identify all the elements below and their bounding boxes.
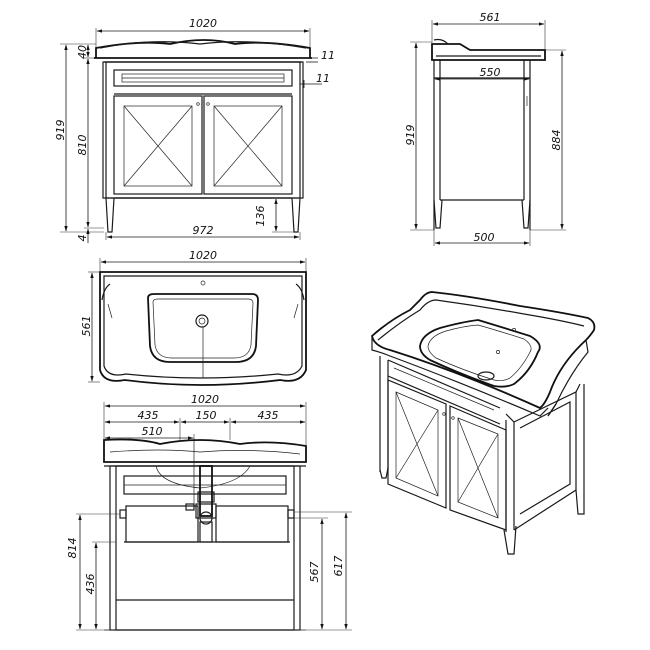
rear-outlet-height-label: 814 — [66, 538, 79, 559]
top-depth-label: 561 — [80, 316, 93, 337]
rear-left-offset-label: 435 — [138, 409, 159, 422]
front-overhang-b-label: 11 — [316, 72, 330, 85]
side-height-body-label: 884 — [550, 130, 563, 151]
rear-width-label: 1020 — [191, 393, 219, 406]
side-height-total-label: 919 — [404, 125, 417, 146]
isometric-view — [371, 291, 596, 555]
side-depth-base-label: 500 — [474, 231, 495, 244]
top-width-label: 1020 — [189, 249, 217, 262]
top-view — [99, 271, 307, 386]
rear-center-span-label: 150 — [196, 409, 217, 422]
front-base-width-label: 972 — [193, 224, 214, 237]
front-height-label: 919 — [54, 120, 67, 141]
rear-drain-offset-label: 510 — [142, 425, 163, 438]
rear-dimensions: 1020 435 150 435 510 814 436 567 617 — [66, 393, 352, 631]
side-dimensions: 561 550 919 884 500 — [404, 11, 566, 246]
rear-height-567-label: 567 — [308, 562, 321, 583]
front-top-height-label: 40 — [76, 45, 89, 59]
rear-right-offset-label: 435 — [258, 409, 279, 422]
front-overhang-a-label: 11 — [321, 49, 335, 62]
side-depth-body-label: 550 — [480, 66, 501, 79]
front-width-label: 1020 — [189, 17, 217, 30]
front-leg-height-label: 136 — [254, 206, 267, 227]
side-depth-top-label: 561 — [480, 11, 501, 24]
rear-lower-height-label: 436 — [84, 574, 97, 595]
front-base-gap-label: 4 — [76, 235, 89, 242]
front-dimensions: 1020 919 810 40 4 11 11 136 972 — [54, 17, 335, 243]
front-view — [94, 39, 312, 233]
top-dimensions: 1020 561 — [80, 249, 307, 383]
front-body-height-label: 810 — [76, 135, 89, 156]
rear-view — [103, 438, 307, 631]
rear-height-617-label: 617 — [332, 556, 345, 577]
